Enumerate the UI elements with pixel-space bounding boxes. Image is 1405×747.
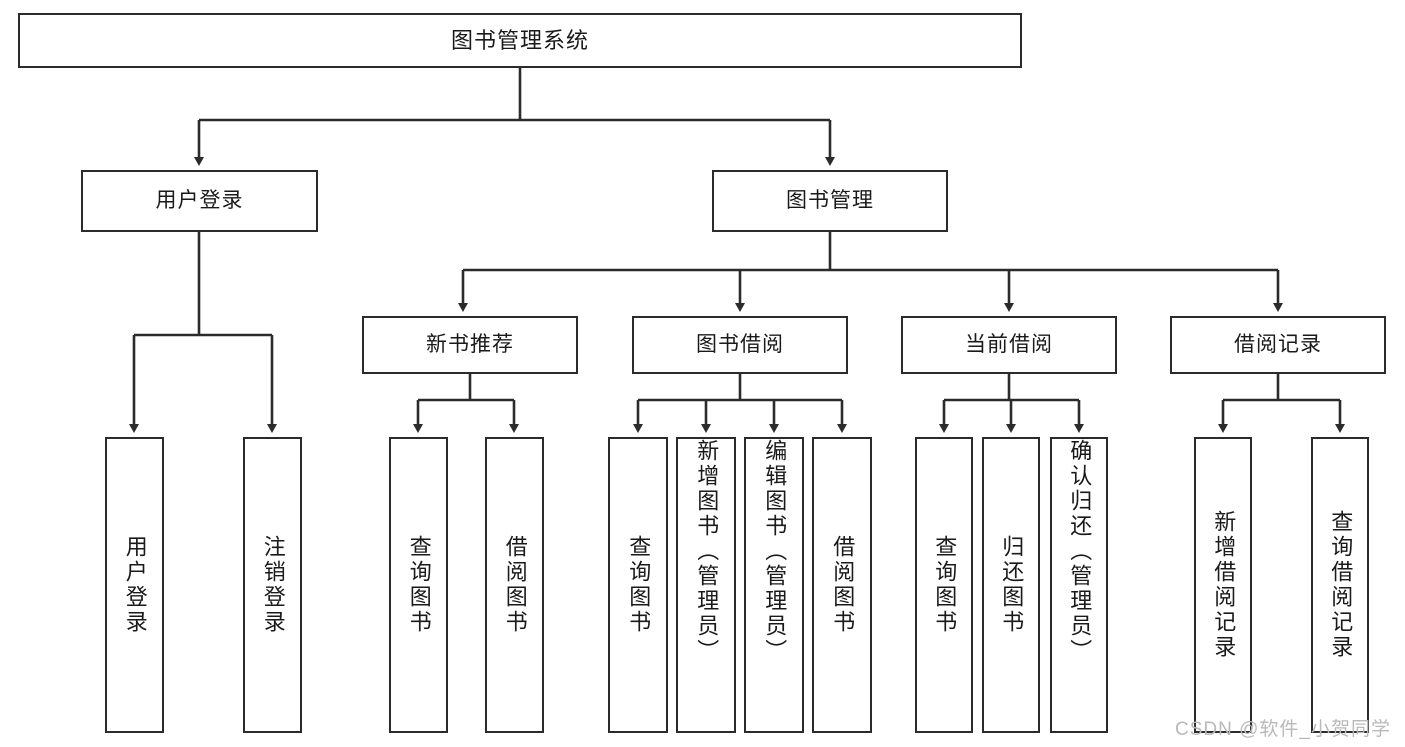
node-leaf-logout-login-label: 注销登录 [260, 535, 286, 635]
node-book-management[interactable]: 图书管理 [712, 170, 948, 232]
node-book-borrow-label: 图书借阅 [696, 332, 784, 356]
node-book-management-label: 图书管理 [786, 188, 874, 212]
node-leaf-logout-login[interactable]: 注销登录 [243, 437, 302, 733]
node-leaf-add-borrow-record[interactable]: 新增借阅记录 [1194, 437, 1252, 733]
node-book-borrow[interactable]: 图书借阅 [632, 316, 848, 374]
node-leaf-edit-book[interactable]: 编辑图书（管理员） [744, 437, 804, 733]
node-leaf-query-borrow-record[interactable]: 查询借阅记录 [1311, 437, 1369, 733]
node-leaf-query-book-3[interactable]: 查询图书 [915, 437, 973, 733]
node-new-book-recommend-label: 新书推荐 [426, 332, 514, 356]
node-leaf-query-book-1-label: 查询图书 [406, 535, 432, 635]
node-leaf-confirm-return-label: 确认归还（管理员） [1067, 439, 1093, 664]
node-leaf-add-book-label: 新增图书（管理员） [694, 439, 720, 664]
node-leaf-query-book-1[interactable]: 查询图书 [389, 437, 448, 733]
node-leaf-query-book-2-label: 查询图书 [626, 535, 652, 635]
node-leaf-edit-book-label: 编辑图书（管理员） [762, 439, 788, 664]
node-leaf-user-login[interactable]: 用户登录 [105, 437, 164, 733]
node-leaf-query-book-3-label: 查询图书 [932, 535, 958, 635]
node-leaf-borrow-book-1[interactable]: 借阅图书 [485, 437, 544, 733]
node-current-borrow-label: 当前借阅 [965, 332, 1053, 356]
node-leaf-confirm-return[interactable]: 确认归还（管理员） [1050, 437, 1108, 733]
node-user-login-label: 用户登录 [155, 188, 244, 212]
node-leaf-query-borrow-record-label: 查询借阅记录 [1328, 510, 1354, 660]
node-leaf-query-book-2[interactable]: 查询图书 [608, 437, 668, 733]
node-leaf-borrow-book-1-label: 借阅图书 [502, 535, 528, 635]
node-leaf-borrow-book-2-label: 借阅图书 [830, 535, 856, 635]
node-leaf-return-book[interactable]: 归还图书 [982, 437, 1040, 733]
node-leaf-user-login-label: 用户登录 [122, 535, 148, 635]
node-user-login[interactable]: 用户登录 [81, 170, 318, 232]
node-leaf-add-borrow-record-label: 新增借阅记录 [1211, 510, 1237, 660]
node-leaf-borrow-book-2[interactable]: 借阅图书 [812, 437, 872, 733]
node-borrow-record-label: 借阅记录 [1234, 332, 1322, 356]
node-new-book-recommend[interactable]: 新书推荐 [362, 316, 578, 374]
node-root[interactable]: 图书管理系统 [18, 13, 1022, 68]
node-leaf-add-book[interactable]: 新增图书（管理员） [676, 437, 736, 733]
node-root-label: 图书管理系统 [450, 27, 589, 53]
node-borrow-record[interactable]: 借阅记录 [1170, 316, 1386, 374]
node-current-borrow[interactable]: 当前借阅 [901, 316, 1117, 374]
node-leaf-return-book-label: 归还图书 [999, 535, 1025, 635]
